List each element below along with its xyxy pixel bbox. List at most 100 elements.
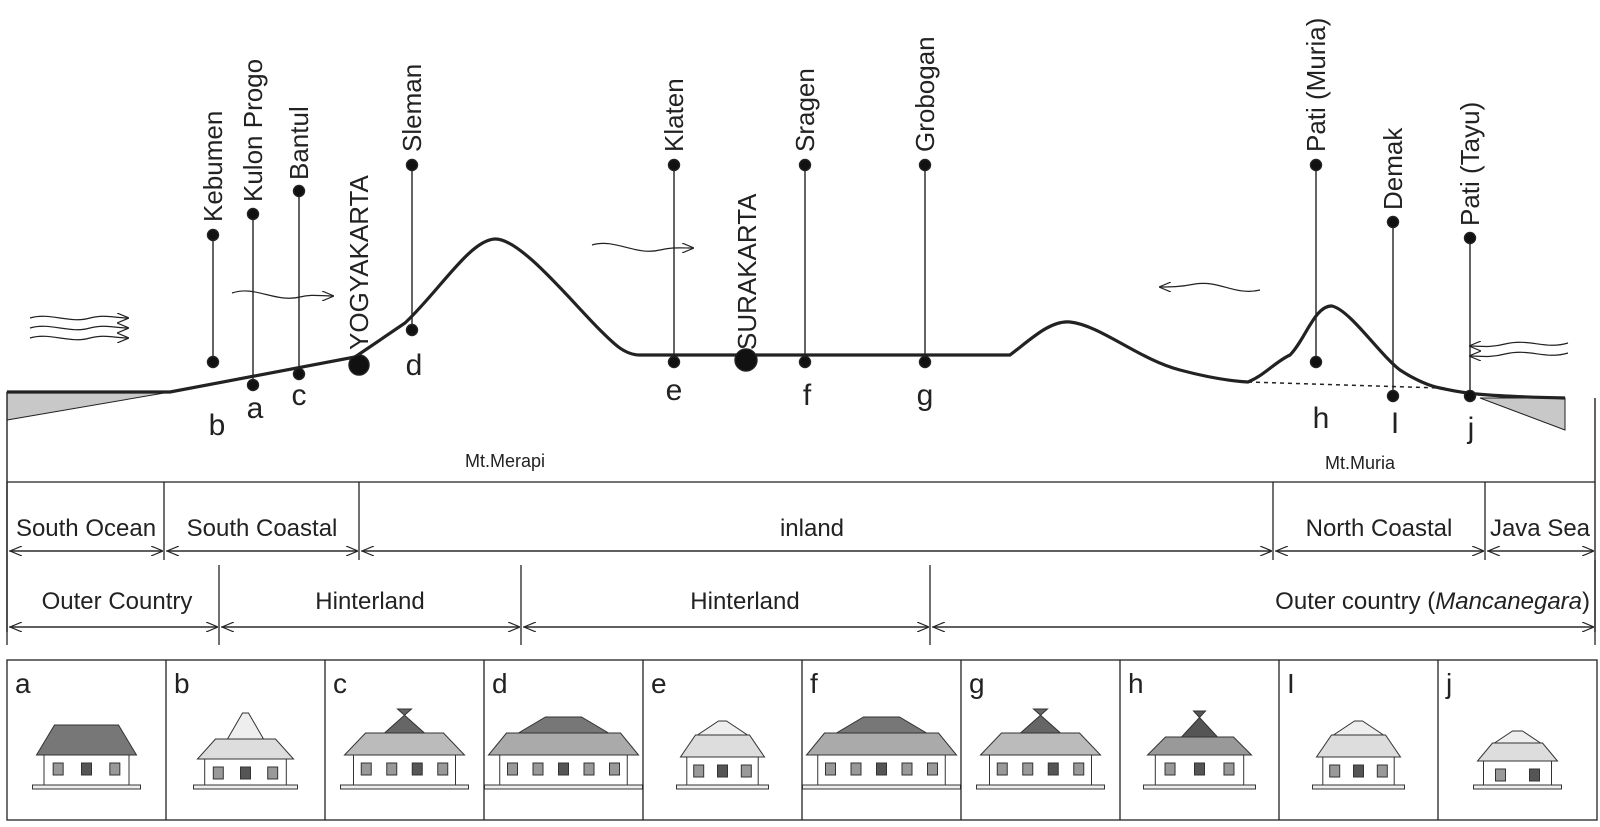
house-icon — [1312, 720, 1405, 790]
point-label: h — [1313, 402, 1330, 435]
location-label: Sragen — [790, 68, 820, 152]
marker-dot — [1309, 355, 1323, 369]
house-cell-label: f — [810, 668, 818, 699]
location-labels: Kebumen Kulon Progo Bantul Sleman Klaten… — [198, 18, 1485, 350]
house-cell: b — [174, 668, 298, 790]
house-icon — [193, 712, 298, 790]
location-label: Kulon Progo — [238, 59, 268, 202]
location-label: Kebumen — [198, 111, 228, 222]
marker-dot — [206, 228, 220, 242]
marker-dot — [1463, 389, 1477, 403]
marker-dot — [1309, 158, 1323, 172]
muria-baseline — [1247, 381, 1441, 389]
marker-dot — [798, 355, 812, 369]
marker-dot — [246, 378, 260, 392]
location-label: Grobogan — [910, 36, 940, 152]
house-cell: g — [969, 668, 1105, 790]
marker-dot — [292, 367, 306, 381]
zone-label: North Coastal — [1306, 515, 1453, 542]
south-ocean-wedge — [6, 391, 171, 421]
city-dot-yogyakarta — [348, 354, 370, 376]
location-label: Pati (Tayu) — [1455, 102, 1485, 226]
marker-dot — [667, 158, 681, 172]
marker-dot — [292, 184, 306, 198]
location-label: Bantul — [284, 106, 314, 180]
wind-indicators — [29, 242, 1569, 356]
house-cell-label: e — [651, 668, 667, 699]
wind-arrow-icon — [29, 336, 128, 340]
terrain-line — [7, 237, 1566, 400]
wind-arrow-icon — [1470, 342, 1569, 346]
zone-label-mancanegara: Outer country (Mancanegara) — [1275, 588, 1590, 615]
house-cell: d — [484, 668, 643, 790]
city-label: SURAKARTA — [732, 193, 762, 350]
house-cell: c — [333, 668, 469, 790]
house-cell-label: d — [492, 668, 508, 699]
wind-arrow-icon — [1470, 352, 1569, 356]
house-cell-label: b — [174, 668, 190, 699]
house-cell: a — [15, 668, 141, 790]
wind-arrow-icon — [1160, 283, 1261, 291]
zone-label: Hinterland — [690, 588, 799, 615]
mountain-label: Mt.Merapi — [465, 451, 545, 471]
wind-arrow-icon — [231, 290, 333, 298]
house-cell: e — [651, 668, 769, 790]
marker-dot — [405, 323, 419, 337]
point-label: j — [1467, 412, 1475, 445]
point-label: d — [406, 349, 423, 382]
marker-dot — [918, 158, 932, 172]
marker-dot — [1386, 215, 1400, 229]
marker-dot — [206, 355, 220, 369]
city-label: YOGYAKARTA — [344, 175, 374, 350]
house-cell-label: c — [333, 668, 347, 699]
marker-dot — [918, 355, 932, 369]
location-label: Klaten — [659, 78, 689, 152]
house-icon — [676, 720, 769, 790]
house-cell: j — [1445, 668, 1562, 790]
point-labels: b a c d e f g h I j Mt.Merapi Mt.Muria — [209, 349, 1475, 473]
house-cell-label: a — [15, 668, 31, 699]
terrain-profile — [6, 237, 1596, 632]
marker-dot — [246, 207, 260, 221]
marker-dot — [1463, 231, 1477, 245]
zone-label: Hinterland — [315, 588, 424, 615]
house-cell: f — [802, 668, 961, 790]
location-label: Sleman — [397, 64, 427, 152]
marker-dot — [1386, 389, 1400, 403]
point-label: c — [292, 379, 307, 412]
point-label: I — [1391, 407, 1399, 440]
marker-dot — [798, 158, 812, 172]
zone-label: Outer Country — [42, 588, 193, 615]
house-cell-label: h — [1128, 668, 1144, 699]
house-icon — [32, 724, 141, 790]
house-cell-label: I — [1287, 668, 1295, 699]
house-cell-label: j — [1445, 668, 1452, 699]
house-icon — [1473, 730, 1562, 790]
location-markers — [206, 158, 1477, 403]
house-icon — [340, 708, 469, 790]
zone-label: Java Sea — [1490, 515, 1591, 542]
zone-label: South Ocean — [16, 515, 156, 542]
house-icon — [802, 716, 961, 790]
point-label: b — [209, 409, 226, 442]
house-cell: h — [1128, 668, 1256, 790]
marker-dot — [667, 355, 681, 369]
zone-label: South Coastal — [187, 515, 338, 542]
point-label: f — [803, 379, 812, 412]
java-sea-wedge — [1479, 397, 1566, 431]
city-dot-surakarta — [734, 348, 758, 372]
house-cell-label: g — [969, 668, 985, 699]
zones-geographic — [6, 482, 1593, 560]
mountain-label: Mt.Muria — [1325, 453, 1396, 473]
house-icon — [1143, 710, 1256, 790]
wind-arrow-icon — [29, 326, 128, 330]
zone-label: inland — [780, 515, 844, 542]
house-cell: I — [1287, 668, 1405, 790]
point-label: g — [917, 379, 934, 412]
zones-political — [6, 560, 1596, 645]
location-label: Demak — [1378, 127, 1408, 210]
wind-arrow-icon — [591, 242, 693, 251]
wind-arrow-icon — [29, 316, 128, 320]
